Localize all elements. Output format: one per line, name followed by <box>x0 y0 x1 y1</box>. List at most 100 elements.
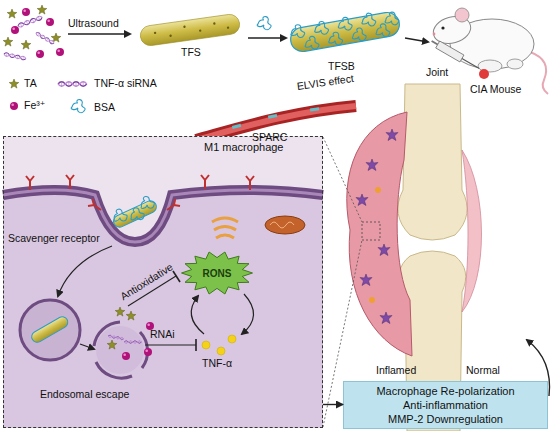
art-circle <box>227 26 230 29</box>
process-arrow <box>248 37 286 38</box>
art-use <box>36 50 44 58</box>
art-use <box>366 159 378 171</box>
text-label: Inflamed <box>376 364 416 376</box>
art-path <box>66 175 74 189</box>
text-label: Joint <box>426 66 448 78</box>
art-use <box>21 40 31 49</box>
rons-burst: RONS <box>181 251 253 295</box>
tfs-rod <box>139 13 241 47</box>
text-label: Endosomal escape <box>40 388 129 400</box>
legend-text: BSA <box>94 101 115 113</box>
art-use <box>46 18 54 26</box>
art-line <box>432 41 438 45</box>
art-use <box>11 26 19 34</box>
text-label: Ultrasound <box>68 17 119 29</box>
art-circle <box>369 297 375 303</box>
art-circle <box>169 34 172 37</box>
node-text: Macrophage Re-polarization <box>376 384 514 398</box>
art-use <box>138 194 156 212</box>
art-circle <box>228 335 236 343</box>
legend-text: Fe³⁺ <box>24 99 45 111</box>
art-path <box>530 52 548 94</box>
art-circle <box>217 347 225 355</box>
art-ellipse <box>507 59 523 69</box>
art-path <box>173 271 180 282</box>
art-ellipse <box>265 216 305 234</box>
art-use <box>337 16 353 31</box>
art-rect <box>268 114 277 119</box>
art-circle <box>213 22 216 25</box>
art-path <box>216 235 234 238</box>
art-path <box>398 84 467 240</box>
art-use <box>110 207 128 225</box>
art-circle <box>154 32 157 35</box>
art-use <box>124 340 142 343</box>
art-use <box>10 102 18 110</box>
art-path <box>246 176 254 190</box>
legend-samples <box>9 79 87 113</box>
art-use <box>115 307 125 316</box>
art-path <box>347 112 412 356</box>
art-use <box>374 23 390 38</box>
text-label: Normal <box>466 364 500 376</box>
art-use <box>380 312 392 324</box>
art-use <box>360 274 372 286</box>
art-rect <box>30 315 70 345</box>
art-rect <box>232 124 241 129</box>
art-circle <box>433 33 436 36</box>
art-use <box>4 52 27 61</box>
art-path <box>3 190 323 428</box>
art-path <box>195 339 197 351</box>
art-rect <box>3 136 323 428</box>
art-circle <box>183 25 186 28</box>
art-use <box>22 8 30 16</box>
art-use <box>58 81 87 86</box>
art-use <box>7 9 17 18</box>
legend-text: TNF-α siRNA <box>94 77 157 89</box>
text-label: CIA Mouse <box>470 83 521 95</box>
cell-panel: M1 macrophageRONS <box>3 136 323 428</box>
art-use <box>327 31 343 46</box>
art-use <box>378 244 390 256</box>
node-text: RONS <box>203 268 232 279</box>
art-use <box>108 335 124 341</box>
art-use <box>122 352 130 360</box>
art-rect <box>139 13 241 47</box>
art-use <box>356 194 368 206</box>
art-line <box>462 59 479 69</box>
art-use <box>351 27 367 42</box>
bsa-icon <box>257 17 271 30</box>
art-path <box>270 222 294 228</box>
art-circle <box>441 26 444 29</box>
art-use <box>289 24 305 39</box>
outcome-box: Macrophage Re-polarizationAnti-inflammat… <box>343 381 548 429</box>
art-circle <box>455 8 469 22</box>
text-label: ELVIS effect <box>296 72 355 92</box>
art-rect <box>436 41 464 62</box>
art-use <box>71 100 85 113</box>
art-path <box>26 176 34 190</box>
process-arrow <box>68 33 130 34</box>
legend-text: TA <box>24 77 37 89</box>
text-label: TNF-α <box>202 357 232 369</box>
art-circle <box>479 69 489 79</box>
tfsb-rod <box>288 7 401 53</box>
art-use <box>56 48 64 56</box>
art-use <box>386 129 398 141</box>
art-path <box>58 246 112 296</box>
art-circle <box>202 341 210 349</box>
art-use <box>17 15 43 28</box>
art-use <box>9 79 19 88</box>
text-label: Scavenger receptor <box>8 232 100 244</box>
art-rect <box>362 222 380 240</box>
art-use <box>384 11 400 26</box>
art-path <box>242 294 254 334</box>
art-use <box>144 348 152 356</box>
art-rect <box>112 199 159 229</box>
art-circle <box>375 187 381 193</box>
art-circle <box>199 29 202 32</box>
art-path <box>191 296 204 334</box>
text-label: SPARC <box>252 131 287 143</box>
